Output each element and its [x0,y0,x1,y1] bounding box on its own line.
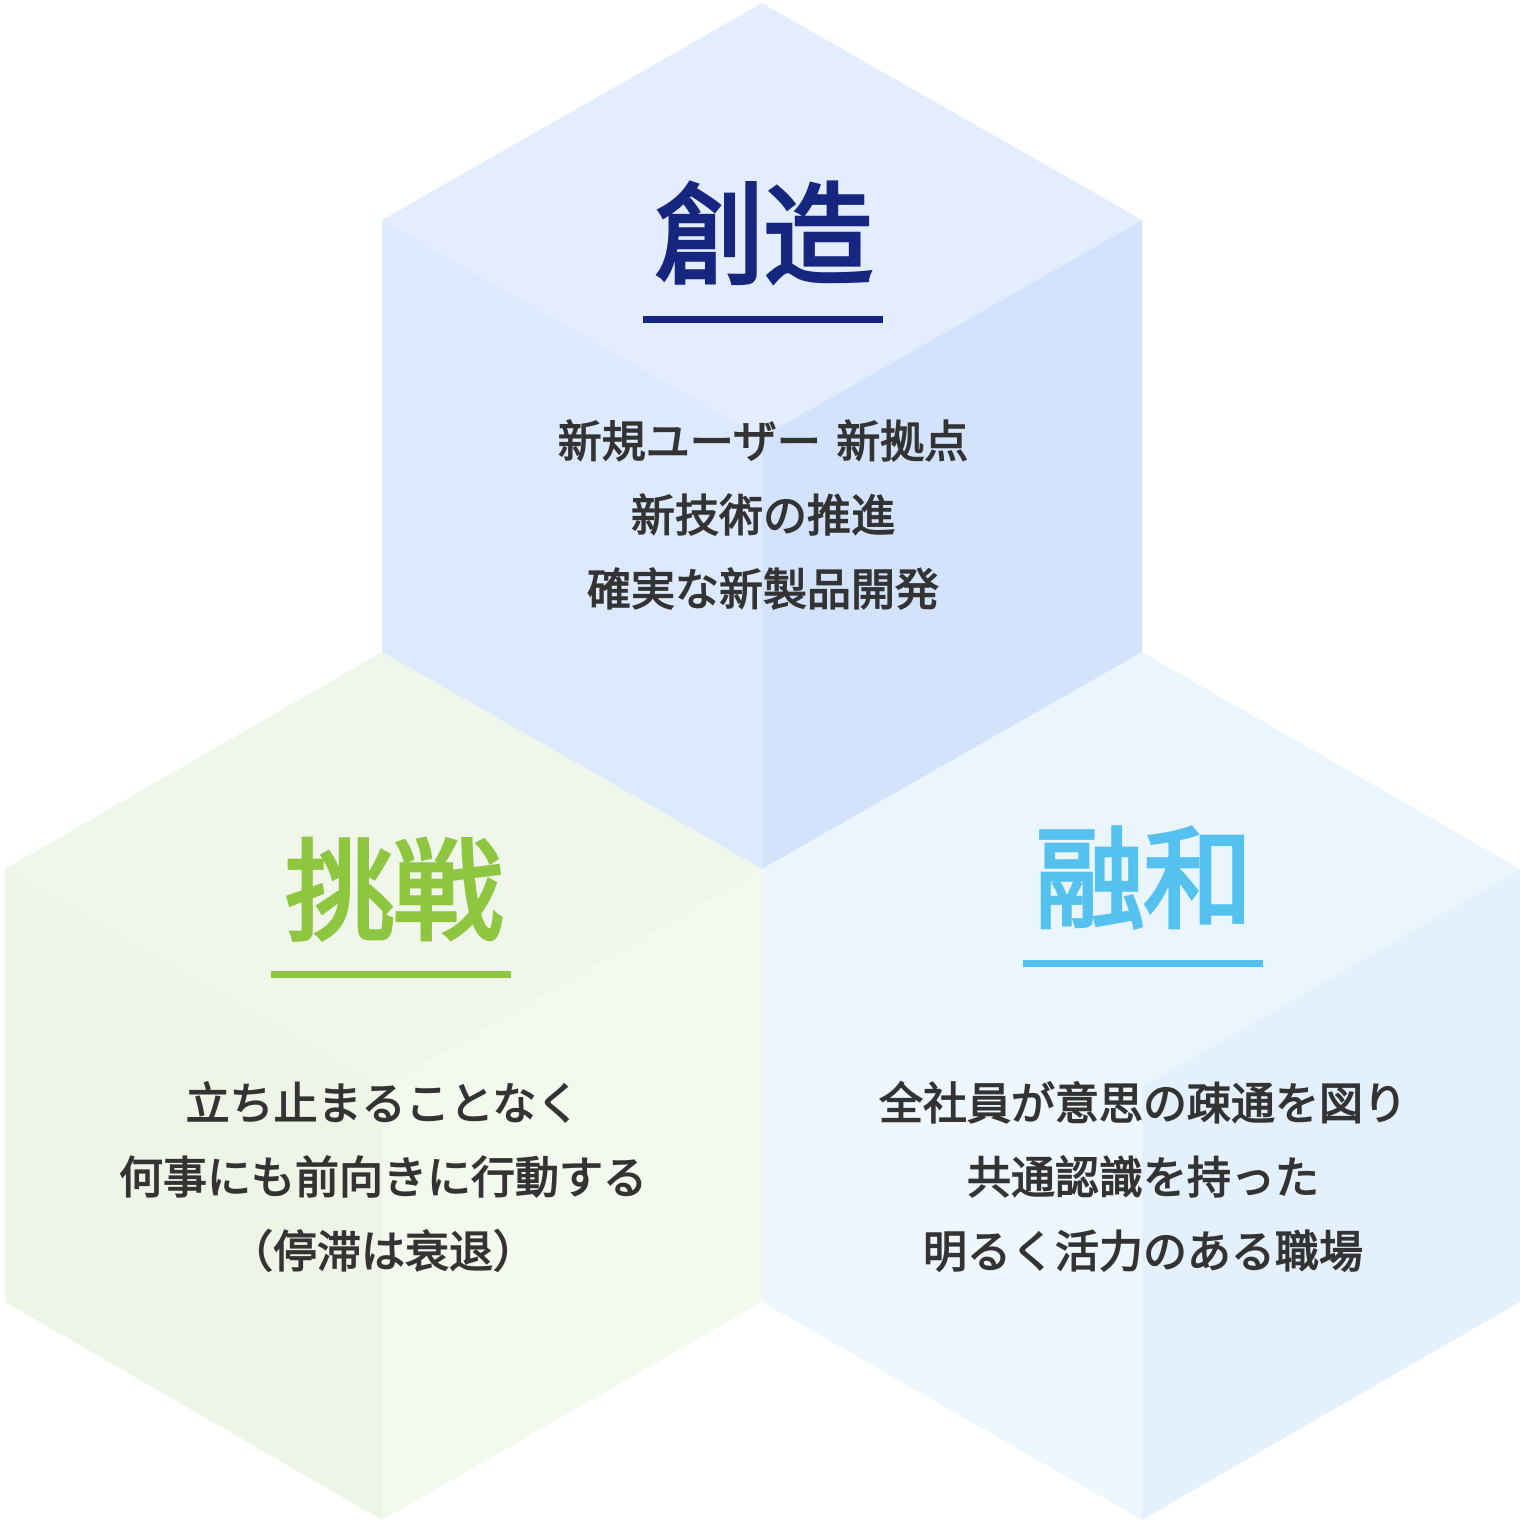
hexagon-creation [382,3,1142,869]
hexagon-harmony-title: 融和 [1035,817,1253,945]
hexagon-harmony-line: 全社員が意思の疎通を図り [879,1079,1407,1130]
hexagon-harmony [762,652,1520,1520]
hexagon-challenge [5,652,762,1520]
hexagon-harmony-line: 明るく活力のある職場 [923,1227,1363,1278]
hexagon-creation-line: 確実な新製品開発 [587,565,939,616]
hexagon-challenge-left-face [5,869,382,1520]
hexagon-harmony-top-face [762,652,1520,1087]
hexagon-creation-underline [643,316,883,323]
hexagon-harmony-underline [1023,960,1263,967]
hexagon-harmony-description: 全社員が意思の疎通を図り 共通認識を持った 明るく活力のある職場 [793,1068,1493,1290]
hexagon-challenge-line: 立ち止まることなく [185,1079,581,1130]
hexagon-creation-line: 新規ユーザー 新拠点 [557,417,969,468]
hexagon-harmony-left-face [762,869,1142,1520]
hexagon-creation-title: 創造 [655,173,873,301]
hexagon-challenge-right-face [382,869,762,1520]
hexagon-creation-left-face [382,220,762,869]
hexagon-harmony-right-face [1142,869,1520,1520]
hexagon-challenge-line: 何事にも前向きに行動する [119,1153,647,1204]
hexagon-creation-right-face [762,220,1142,869]
hexagon-challenge-description: 立ち止まることなく 何事にも前向きに行動する （停滞は衰退） [33,1068,733,1290]
hexagon-challenge-underline [271,971,511,978]
hexagon-challenge-line: （停滞は衰退） [229,1227,537,1278]
hexagon-challenge-title: 挑戦 [285,829,503,957]
hexagon-creation-line: 新技術の推進 [631,491,895,542]
hexagon-challenge-top-face [5,652,762,1087]
hexagon-creation-description: 新規ユーザー 新拠点 新技術の推進 確実な新製品開発 [413,406,1113,628]
hexagon-harmony-line: 共通認識を持った [967,1153,1319,1204]
